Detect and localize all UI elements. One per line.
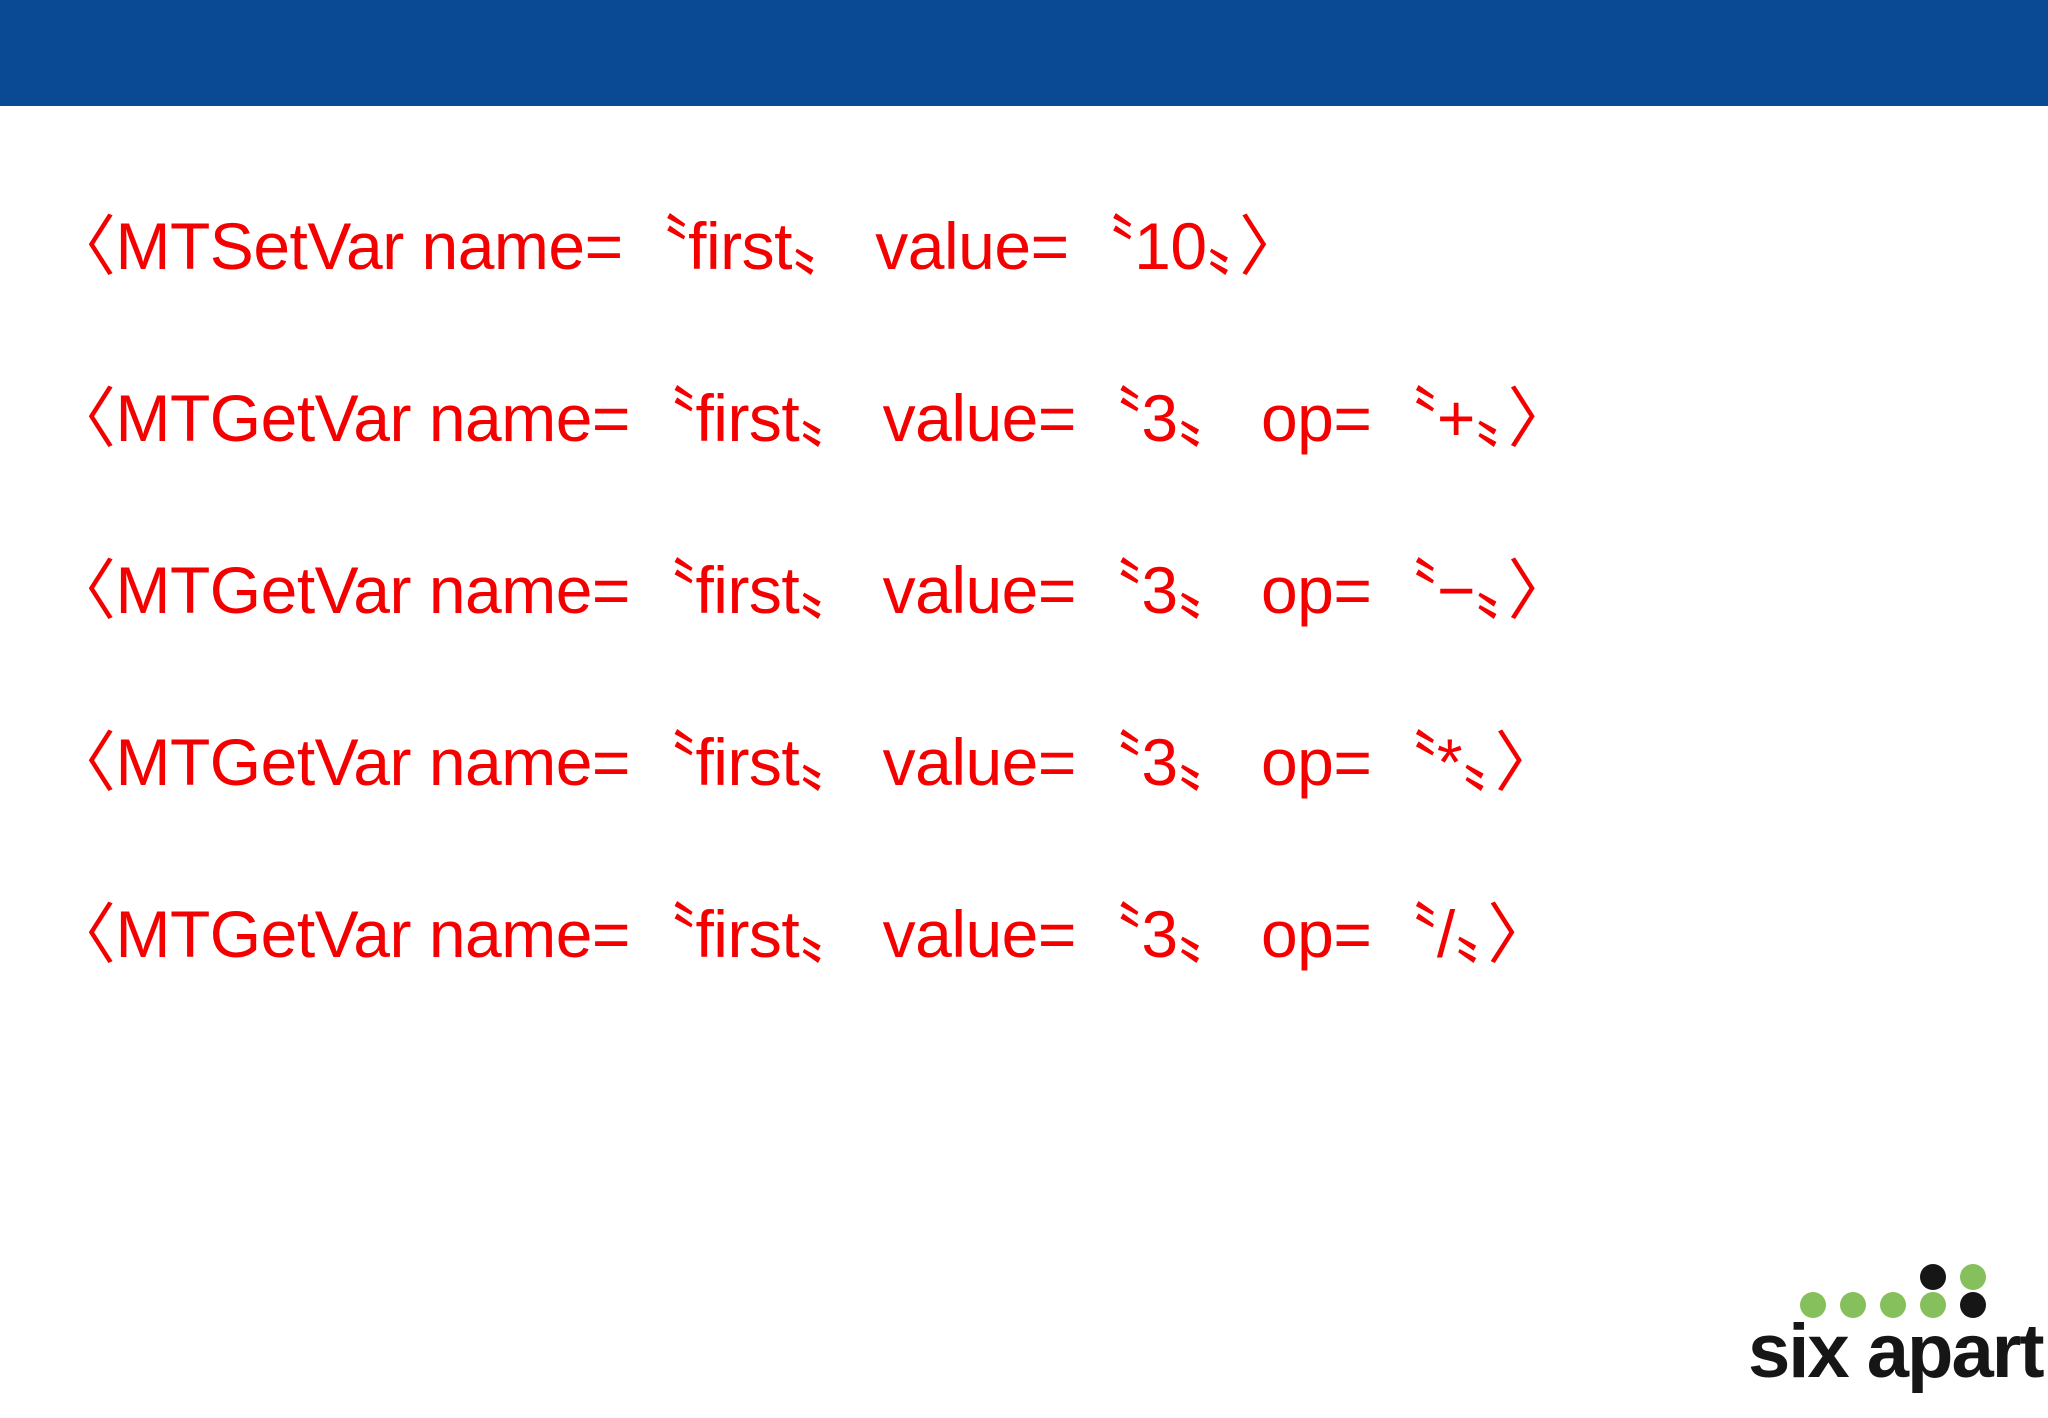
logo-dot-upper-1 [1920,1264,1946,1290]
code-line-3: 〈MTGetVar name=〝first〟 value=〝3〟 op=〝−〟〉 [50,553,1573,627]
logo-dot-lower-5 [1960,1292,1986,1318]
code-line-1: 〈MTSetVar name=〝first〟 value=〝10〟〉 [50,209,1305,283]
header-bar [0,0,2048,110]
code-line-5: 〈MTGetVar name=〝first〟 value=〝3〟 op=〝/〟〉 [50,897,1553,971]
logo-dot-upper-2 [1960,1264,1986,1290]
logo-dot-lower-3 [1880,1292,1906,1318]
six-apart-logo: six apart [1748,1258,2045,1394]
logo-dot-lower-4 [1920,1292,1946,1318]
logo-dot-lower-1 [1800,1292,1826,1318]
logo-wordmark: six apart [1748,1309,2045,1394]
logo-dot-lower-2 [1840,1292,1866,1318]
code-line-2: 〈MTGetVar name=〝first〟 value=〝3〟 op=〝+〟〉 [50,381,1573,455]
code-line-4: 〈MTGetVar name=〝first〟 value=〝3〟 op=〝*〟〉 [50,725,1561,799]
logo-dots-icon [1748,1258,2020,1328]
code-block: 〈MTSetVar name=〝first〟 value=〝10〟〉 〈MTGe… [50,160,1950,1020]
